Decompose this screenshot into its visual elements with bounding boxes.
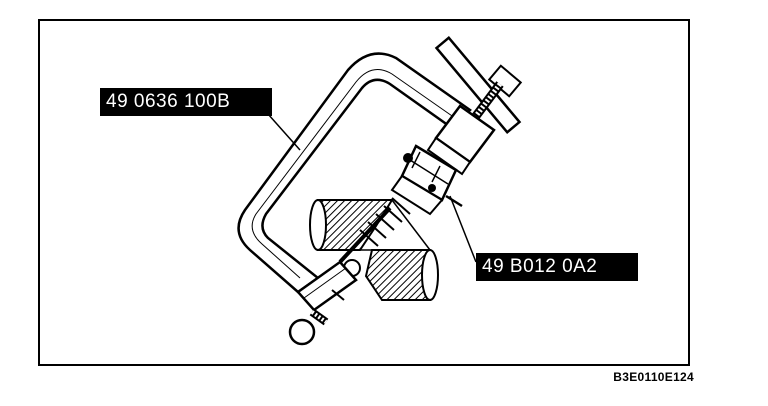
callout-attachment-number: 49 B012 0A2	[476, 253, 638, 281]
figure-code: B3E0110E124	[613, 370, 694, 384]
lower-jaw	[288, 260, 358, 346]
screw-housing-lower	[426, 136, 472, 176]
attachment-assembly	[390, 144, 463, 216]
figure-frame	[38, 19, 690, 366]
callout-tool-body-number: 49 0636 100B	[100, 88, 272, 116]
cylinder-head-section	[309, 199, 439, 301]
threaded-screw	[472, 81, 504, 119]
compressor-frame-inner-line	[251, 69, 456, 279]
t-handle	[434, 35, 523, 135]
leader-attachment	[449, 195, 477, 263]
